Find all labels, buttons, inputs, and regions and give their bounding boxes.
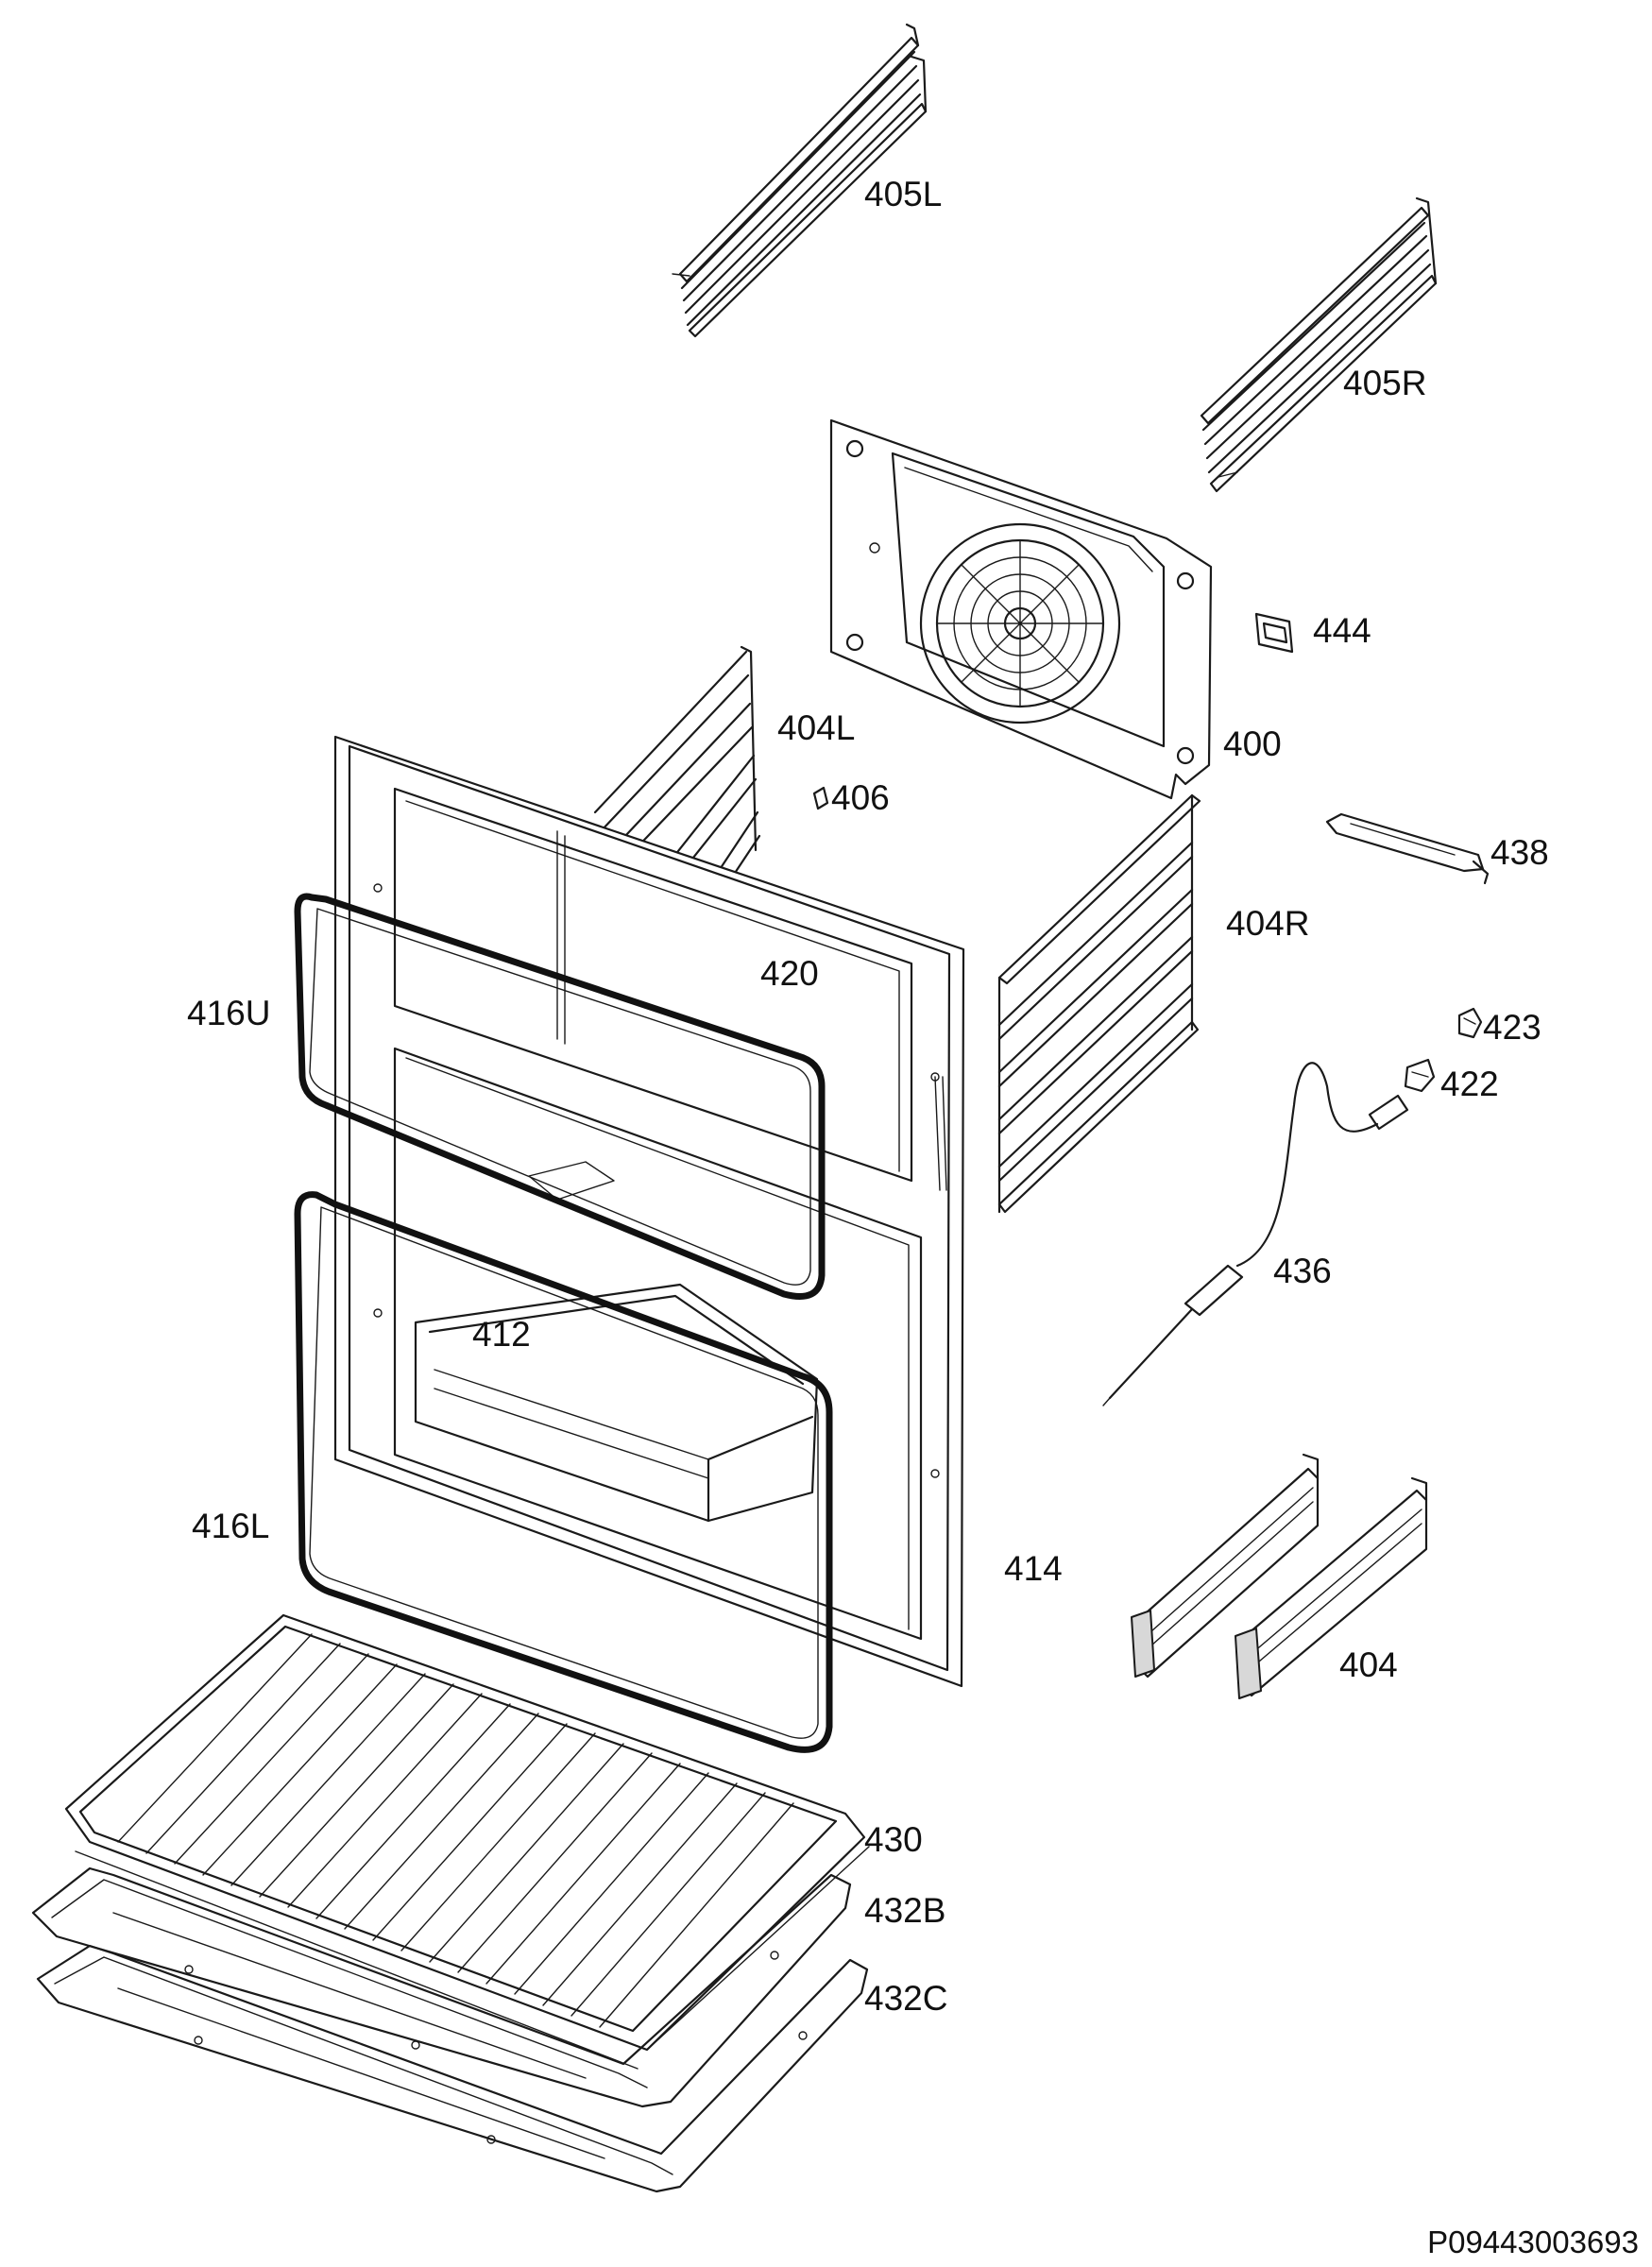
label-420: 420	[760, 954, 819, 993]
label-416U: 416U	[187, 994, 270, 1032]
tray-432B	[31, 1866, 852, 2108]
label-404: 404	[1339, 1645, 1398, 1684]
document-id: P09443003693	[1427, 2224, 1639, 2259]
label-412: 412	[472, 1315, 531, 1354]
bracket-438	[1325, 812, 1490, 885]
label-400: 400	[1223, 724, 1282, 763]
wire-shelf-bars	[117, 1633, 794, 2028]
label-432C: 432C	[864, 1979, 947, 2018]
shelf-support-404R	[997, 793, 1201, 1214]
shelf-support-405L	[672, 23, 928, 338]
door-seal-416L	[294, 1191, 833, 1753]
wire-shelf-430	[64, 1613, 870, 2070]
label-404L: 404L	[777, 708, 855, 747]
label-404R: 404R	[1226, 904, 1309, 943]
shelf-support-405R	[1200, 196, 1438, 493]
oven-frame-414	[333, 735, 965, 1688]
label-405R: 405R	[1343, 364, 1426, 402]
label-430: 430	[864, 1820, 923, 1859]
telescopic-runners-404	[1131, 1453, 1428, 1699]
screw-406	[812, 786, 829, 810]
label-414: 414	[1004, 1549, 1063, 1588]
label-423: 423	[1483, 1008, 1541, 1047]
lamp-part-422	[1404, 1058, 1436, 1093]
door-seal-416U	[294, 893, 826, 1300]
tray-432C	[36, 1944, 869, 2193]
rear-panel-400	[829, 418, 1213, 800]
lamp-part-423	[1457, 1007, 1483, 1039]
label-416L: 416L	[192, 1507, 269, 1545]
clip-444	[1254, 612, 1294, 654]
label-444: 444	[1313, 611, 1371, 650]
label-438: 438	[1490, 833, 1549, 872]
label-406: 406	[831, 778, 890, 817]
label-422: 422	[1440, 1065, 1499, 1103]
meat-probe-436	[1102, 1062, 1409, 1406]
label-436: 436	[1273, 1252, 1332, 1290]
label-405L: 405L	[864, 175, 942, 213]
label-432B: 432B	[864, 1891, 945, 1930]
